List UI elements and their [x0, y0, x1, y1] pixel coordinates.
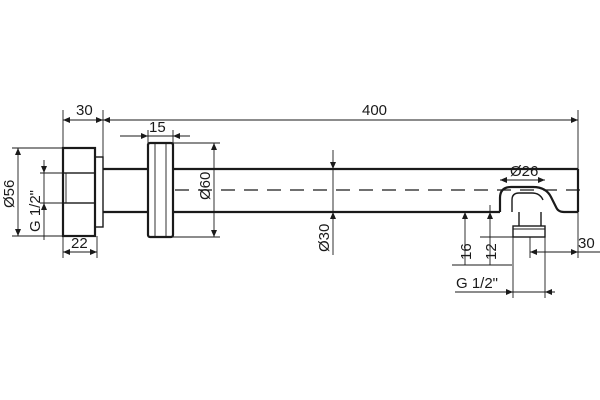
rosette — [146, 141, 175, 239]
label-outlet-thread: G 1/2" — [456, 275, 498, 292]
label-arm-diameter: Ø30 — [316, 224, 333, 252]
label-total-length: 400 — [362, 102, 387, 119]
part-outline — [61, 141, 580, 239]
outlet-thread — [512, 225, 546, 238]
dimension-lines — [12, 110, 600, 298]
label-inlet-length: 22 — [71, 235, 88, 252]
label-outlet-diameter: Ø26 — [510, 163, 538, 180]
label-inlet-thread: G 1/2" — [27, 190, 44, 232]
dimension-labels: 30 400 15 22 30 16 12 Ø56 G 1/2" Ø60 Ø30… — [1, 102, 595, 292]
label-rosette-thickness: 15 — [149, 119, 166, 136]
wall-flange — [61, 146, 97, 238]
flange-collar — [94, 156, 104, 228]
label-flange-diameter: Ø56 — [1, 180, 18, 208]
label-rosette-diameter: Ø60 — [197, 172, 214, 200]
label-outlet-offset: 30 — [578, 235, 595, 252]
arrowheads — [15, 117, 578, 295]
label-outlet-thread-length: 12 — [483, 243, 500, 260]
label-outlet-height: 16 — [458, 243, 475, 260]
inlet-thread — [62, 172, 96, 204]
label-flange-depth: 30 — [76, 102, 93, 119]
